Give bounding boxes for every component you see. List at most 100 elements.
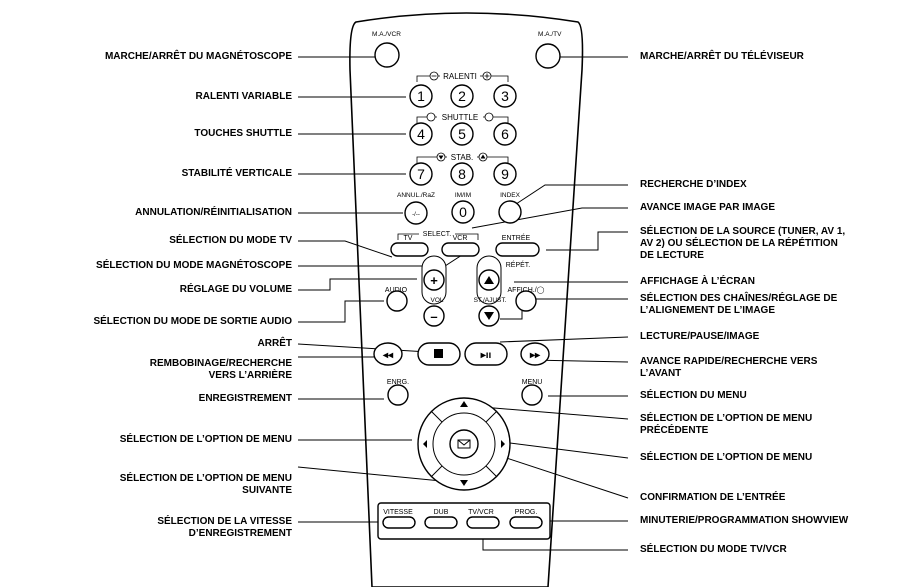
- callout-right-13: SÉLECTION DU MODE TV/VCR: [640, 544, 787, 555]
- callout-left-12: SÉLECTION DE L’OPTION DE MENU: [119, 434, 292, 445]
- digit-3-label: 3: [501, 88, 509, 104]
- repet-label: RÉPÉT.: [506, 260, 531, 269]
- audio-button[interactable]: [386, 290, 408, 312]
- callout-left-2: TOUCHES SHUTTLE: [194, 128, 292, 139]
- digit-2-button[interactable]: [450, 84, 474, 108]
- vitesse-label: VITESSE: [383, 509, 413, 516]
- minus-icon: –: [430, 309, 437, 324]
- fast-forward-button[interactable]: [520, 342, 550, 366]
- shuttle-label: SHUTTLE: [442, 113, 478, 122]
- digit-2-label: 2: [458, 88, 466, 104]
- callout-left-14: SÉLECTION DE LA VITESSE D’ENREGISTREMENT: [157, 516, 292, 539]
- index-button[interactable]: [498, 200, 522, 224]
- rewind-button[interactable]: [373, 342, 403, 366]
- tv-label: TV: [404, 235, 413, 242]
- fast-forward-icon: ▸▸: [529, 350, 541, 361]
- callout-right-6: LECTURE/PAUSE/IMAGE: [640, 331, 760, 342]
- callout-left-9: ARRÊT: [257, 338, 292, 349]
- index-label: INDEX: [500, 192, 521, 199]
- plus-icon: +: [430, 273, 438, 288]
- callout-right-11: CONFIRMATION DE L’ENTRÉE: [640, 492, 786, 503]
- callout-right-10: SÉLECTION DE L’OPTION DE MENU: [640, 452, 813, 463]
- imim-label: IM/IM: [455, 192, 471, 199]
- power-tv-button[interactable]: [535, 43, 561, 69]
- vol-label: VOL: [430, 297, 443, 304]
- envelope-icon: [457, 439, 471, 449]
- digit-0-label: 0: [459, 204, 467, 220]
- power-vcr-button[interactable]: [374, 42, 400, 68]
- digit-keys: 1 2 3 4 5 6 7 8 9 0: [409, 84, 517, 224]
- bottom-button-panel: [377, 502, 551, 540]
- vcr-select-button[interactable]: [441, 242, 480, 257]
- entree-button[interactable]: [495, 242, 540, 257]
- callout-right-5: SÉLECTION DES CHAÎNES/RÉGLAGE DE L’ALIGN…: [640, 293, 838, 316]
- digit-9-label: 9: [501, 166, 509, 182]
- power-tv-label: M.A./TV: [538, 31, 562, 38]
- callout-left-8: SÉLECTION DU MODE DE SORTIE AUDIO: [93, 316, 292, 327]
- prog-button[interactable]: [509, 516, 543, 529]
- digit-6-button[interactable]: [493, 122, 517, 146]
- digit-4-label: 4: [417, 126, 425, 142]
- digit-4-button[interactable]: [409, 122, 433, 146]
- down-arrow-icon: [460, 480, 468, 486]
- prog-label: PROG.: [515, 509, 538, 516]
- tvvcr-button[interactable]: [466, 516, 500, 529]
- up-arrow-icon: [460, 401, 468, 407]
- vitesse-button[interactable]: [382, 516, 416, 529]
- enrg-label: ENRG.: [387, 379, 409, 386]
- ralenti-label: RALENTI: [443, 72, 477, 81]
- callout-left-1: RALENTI VARIABLE: [195, 91, 292, 102]
- volume-up-button[interactable]: [423, 269, 445, 291]
- record-button[interactable]: [387, 384, 409, 406]
- callout-right-12: MINUTERIE/PROGRAMMATION SHOWVIEW: [640, 515, 849, 526]
- menu-button[interactable]: [521, 384, 543, 406]
- affich-button[interactable]: [515, 290, 537, 312]
- rewind-icon: ◂◂: [382, 350, 394, 361]
- stop-icon: [434, 349, 443, 358]
- callout-right-0: MARCHE/ARRÊT DU TÉLÉVISEUR: [640, 51, 804, 62]
- digit-8-label: 8: [458, 166, 466, 182]
- st-ajust-label: ST./AJUST.: [474, 297, 507, 304]
- callout-left-7: RÉGLAGE DU VOLUME: [179, 284, 292, 295]
- volume-down-button[interactable]: [423, 305, 445, 327]
- callout-lines: [297, 56, 629, 551]
- callout-left-0: MARCHE/ARRÊT DU MAGNÉTOSCOPE: [104, 51, 292, 62]
- remote-body: [349, 12, 584, 587]
- digit-7-button[interactable]: [409, 162, 433, 186]
- digit-6-label: 6: [501, 126, 509, 142]
- digit-3-button[interactable]: [493, 84, 517, 108]
- tvvcr-label: TV/VCR: [468, 509, 494, 516]
- callout-right-7: AVANCE RAPIDE/RECHERCHE VERS L’AVANT: [640, 356, 818, 379]
- right-arrow-icon: [501, 440, 505, 448]
- callout-right-2: AVANCE IMAGE PAR IMAGE: [640, 202, 776, 213]
- callout-right-8: SÉLECTION DU MENU: [640, 390, 747, 401]
- callout-left-4: ANNULATION/RÉINITIALISATION: [135, 207, 292, 218]
- entree-label: ENTRÉE: [502, 233, 531, 242]
- digit-1-button[interactable]: [409, 84, 433, 108]
- digit-5-button[interactable]: [450, 122, 474, 146]
- down-triangle-icon: [484, 312, 494, 320]
- digit-5-label: 5: [458, 126, 466, 142]
- dash-icon: -/--: [412, 212, 420, 218]
- left-arrow-icon: [423, 440, 427, 448]
- power-vcr-label: M.A./VCR: [372, 31, 401, 38]
- digit-9-button[interactable]: [493, 162, 517, 186]
- annul-label: ANNUL./RaZ: [397, 192, 435, 199]
- callout-right-9: SÉLECTION DE L’OPTION DE MENU PRÉCÉDENTE: [640, 413, 813, 436]
- annul-button[interactable]: [404, 201, 428, 225]
- dub-button[interactable]: [424, 516, 458, 529]
- callout-right-1: RECHERCHE D’INDEX: [640, 179, 747, 190]
- play-pause-button[interactable]: [464, 342, 508, 366]
- digit-1-label: 1: [417, 88, 425, 104]
- callout-right-4: AFFICHAGE À L’ÉCRAN: [640, 276, 755, 287]
- tv-select-button[interactable]: [390, 242, 429, 257]
- digit-8-button[interactable]: [450, 162, 474, 186]
- menu-label: MENU: [522, 379, 543, 386]
- callout-left-6: SÉLECTION DU MODE MAGNÉTOSCOPE: [96, 260, 292, 271]
- up-triangle-icon: [484, 276, 494, 284]
- callout-left-11: ENREGISTREMENT: [198, 393, 292, 404]
- vcr-label: VCR: [453, 235, 468, 242]
- digit-0-button[interactable]: [451, 200, 475, 224]
